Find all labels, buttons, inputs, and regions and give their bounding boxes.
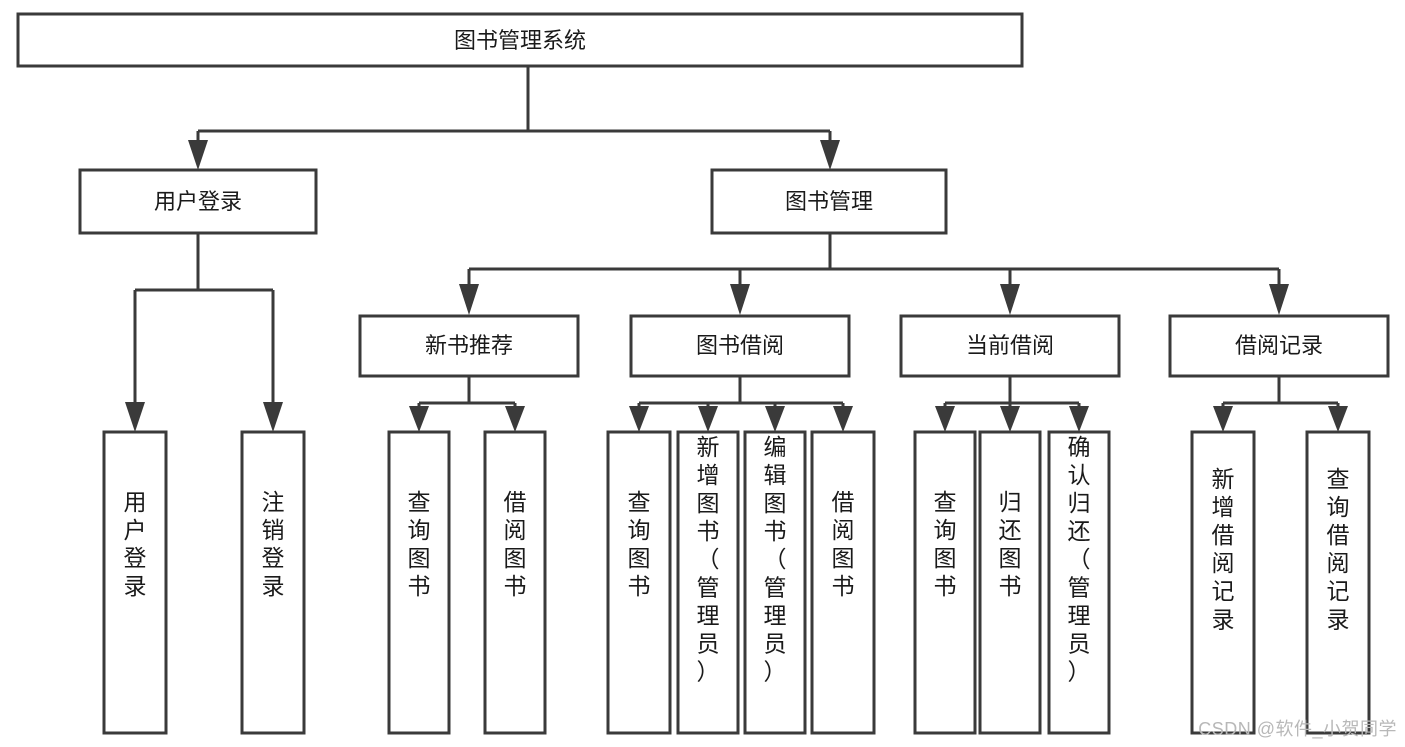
arrow-head-leaf-borrow-book-1 bbox=[505, 406, 525, 432]
node-leaf-user-login-box[interactable] bbox=[102, 430, 168, 735]
node-leaf-edit-book-label: 编辑图书（管理员） bbox=[764, 434, 787, 684]
node-leaf-query-book-3[interactable]: 查询图书 bbox=[913, 430, 977, 735]
arrow-head-new-book-recommend bbox=[459, 284, 479, 315]
arrow-head-leaf-confirm-return bbox=[1069, 406, 1089, 432]
node-leaf-query-book-2-box[interactable] bbox=[606, 430, 672, 735]
arrow-head-leaf-add-book bbox=[698, 406, 718, 432]
node-book-borrow-box[interactable] bbox=[629, 314, 851, 378]
arrow-head-user-login bbox=[188, 140, 208, 170]
node-new-book-recommend[interactable]: 新书推荐 bbox=[358, 314, 580, 378]
node-leaf-confirm-return-box[interactable] bbox=[1047, 430, 1111, 735]
node-leaf-borrow-book-2-box[interactable] bbox=[810, 430, 876, 735]
node-book-management-box[interactable] bbox=[710, 168, 948, 235]
arrow-head-leaf-query-book-1 bbox=[409, 406, 429, 432]
node-leaf-query-book-3-box[interactable] bbox=[913, 430, 977, 735]
node-user-login-box[interactable] bbox=[78, 168, 318, 235]
node-leaf-user-logout[interactable]: 注销登录 bbox=[240, 430, 306, 735]
node-leaf-query-book-2-label: 查询图书 bbox=[628, 489, 651, 599]
node-user-login-label: 用户登录 bbox=[154, 189, 242, 214]
node-leaf-confirm-return[interactable]: 确认归还（管理员） bbox=[1047, 430, 1111, 735]
connector-layer bbox=[125, 66, 1348, 432]
node-leaf-add-record-box[interactable] bbox=[1190, 430, 1256, 735]
node-current-borrow[interactable]: 当前借阅 bbox=[899, 314, 1121, 378]
node-leaf-add-book-label: 新增图书（管理员） bbox=[697, 434, 720, 684]
node-leaf-add-record[interactable]: 新增借阅记录 bbox=[1190, 430, 1256, 735]
arrow-head-leaf-return-book bbox=[1000, 406, 1020, 432]
node-current-borrow-box[interactable] bbox=[899, 314, 1121, 378]
node-borrow-record-label: 借阅记录 bbox=[1235, 333, 1323, 358]
node-leaf-query-book-1[interactable]: 查询图书 bbox=[387, 430, 451, 735]
arrow-head-leaf-user-logout bbox=[263, 402, 283, 432]
node-borrow-record-box[interactable] bbox=[1168, 314, 1390, 378]
node-book-management[interactable]: 图书管理 bbox=[710, 168, 948, 235]
arrow-head-leaf-edit-book bbox=[765, 406, 785, 432]
node-leaf-borrow-book-2[interactable]: 借阅图书 bbox=[810, 430, 876, 735]
node-leaf-add-book[interactable]: 新增图书（管理员） bbox=[676, 430, 740, 735]
node-leaf-return-book-box[interactable] bbox=[978, 430, 1042, 735]
arrow-head-leaf-query-record bbox=[1328, 406, 1348, 432]
arrow-head-leaf-add-record bbox=[1213, 406, 1233, 432]
node-user-login[interactable]: 用户登录 bbox=[78, 168, 318, 235]
arrow-head-current-borrow bbox=[1000, 284, 1020, 315]
node-leaf-query-book-3-label: 查询图书 bbox=[934, 489, 957, 599]
node-borrow-record[interactable]: 借阅记录 bbox=[1168, 314, 1390, 378]
node-root-system-label: 图书管理系统 bbox=[454, 28, 586, 53]
arrow-head-leaf-user-login bbox=[125, 402, 145, 432]
node-leaf-return-book-label: 归还图书 bbox=[999, 489, 1022, 599]
node-leaf-add-record-label: 新增借阅记录 bbox=[1212, 466, 1235, 632]
arrow-head-borrow-record bbox=[1269, 284, 1289, 315]
node-book-borrow[interactable]: 图书借阅 bbox=[629, 314, 851, 378]
arrow-head-book-management bbox=[820, 140, 840, 170]
node-book-borrow-label: 图书借阅 bbox=[696, 333, 784, 358]
arrow-head-book-borrow bbox=[730, 284, 750, 315]
node-leaf-query-book-2[interactable]: 查询图书 bbox=[606, 430, 672, 735]
node-new-book-recommend-label: 新书推荐 bbox=[425, 333, 513, 358]
node-leaf-query-record[interactable]: 查询借阅记录 bbox=[1305, 430, 1371, 735]
node-leaf-query-record-box[interactable] bbox=[1305, 430, 1371, 735]
node-root-system-box[interactable] bbox=[16, 12, 1024, 68]
arrow-head-leaf-query-book-3 bbox=[935, 406, 955, 432]
node-leaf-borrow-book-1-label: 借阅图书 bbox=[504, 489, 527, 599]
node-leaf-query-book-1-label: 查询图书 bbox=[408, 489, 431, 599]
node-leaf-return-book[interactable]: 归还图书 bbox=[978, 430, 1042, 735]
node-root-system[interactable]: 图书管理系统 bbox=[16, 12, 1024, 68]
node-leaf-user-logout-box[interactable] bbox=[240, 430, 306, 735]
arrow-head-leaf-query-book-2 bbox=[629, 406, 649, 432]
node-leaf-user-login[interactable]: 用户登录 bbox=[102, 430, 168, 735]
node-leaf-add-book-box[interactable] bbox=[676, 430, 740, 735]
node-book-management-label: 图书管理 bbox=[785, 189, 873, 214]
node-leaf-confirm-return-label: 确认归还（管理员） bbox=[1068, 434, 1091, 684]
node-leaf-edit-book-box[interactable] bbox=[743, 430, 807, 735]
node-new-book-recommend-box[interactable] bbox=[358, 314, 580, 378]
node-leaf-query-book-1-box[interactable] bbox=[387, 430, 451, 735]
node-leaf-user-login-label: 用户登录 bbox=[124, 489, 147, 599]
node-leaf-query-record-label: 查询借阅记录 bbox=[1327, 466, 1350, 632]
arrow-head-leaf-borrow-book-2 bbox=[833, 406, 853, 432]
node-leaf-edit-book[interactable]: 编辑图书（管理员） bbox=[743, 430, 807, 735]
node-leaf-user-logout-label: 注销登录 bbox=[262, 489, 285, 599]
node-leaf-borrow-book-1[interactable]: 借阅图书 bbox=[483, 430, 547, 735]
node-leaf-borrow-book-2-label: 借阅图书 bbox=[832, 489, 855, 599]
node-leaf-borrow-book-1-box[interactable] bbox=[483, 430, 547, 735]
node-current-borrow-label: 当前借阅 bbox=[966, 333, 1054, 358]
